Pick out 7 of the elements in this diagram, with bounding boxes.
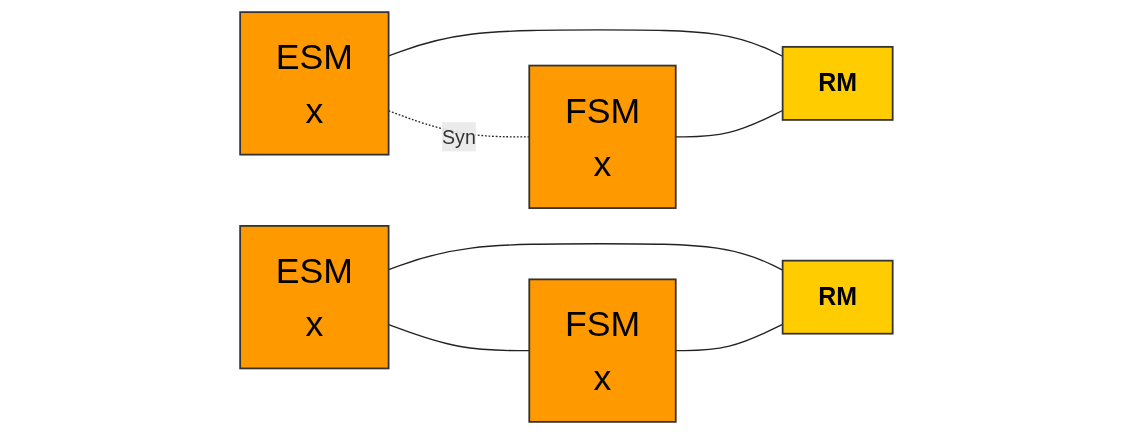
- node-box: FSM x: [528, 278, 677, 423]
- node-box: RM: [781, 259, 894, 335]
- node-box: RM: [781, 46, 894, 121]
- node-box: FSM x: [528, 64, 677, 209]
- node-box: ESM x: [238, 225, 390, 370]
- edge-label: Syn: [441, 125, 476, 148]
- node-box: ESM x: [238, 11, 390, 156]
